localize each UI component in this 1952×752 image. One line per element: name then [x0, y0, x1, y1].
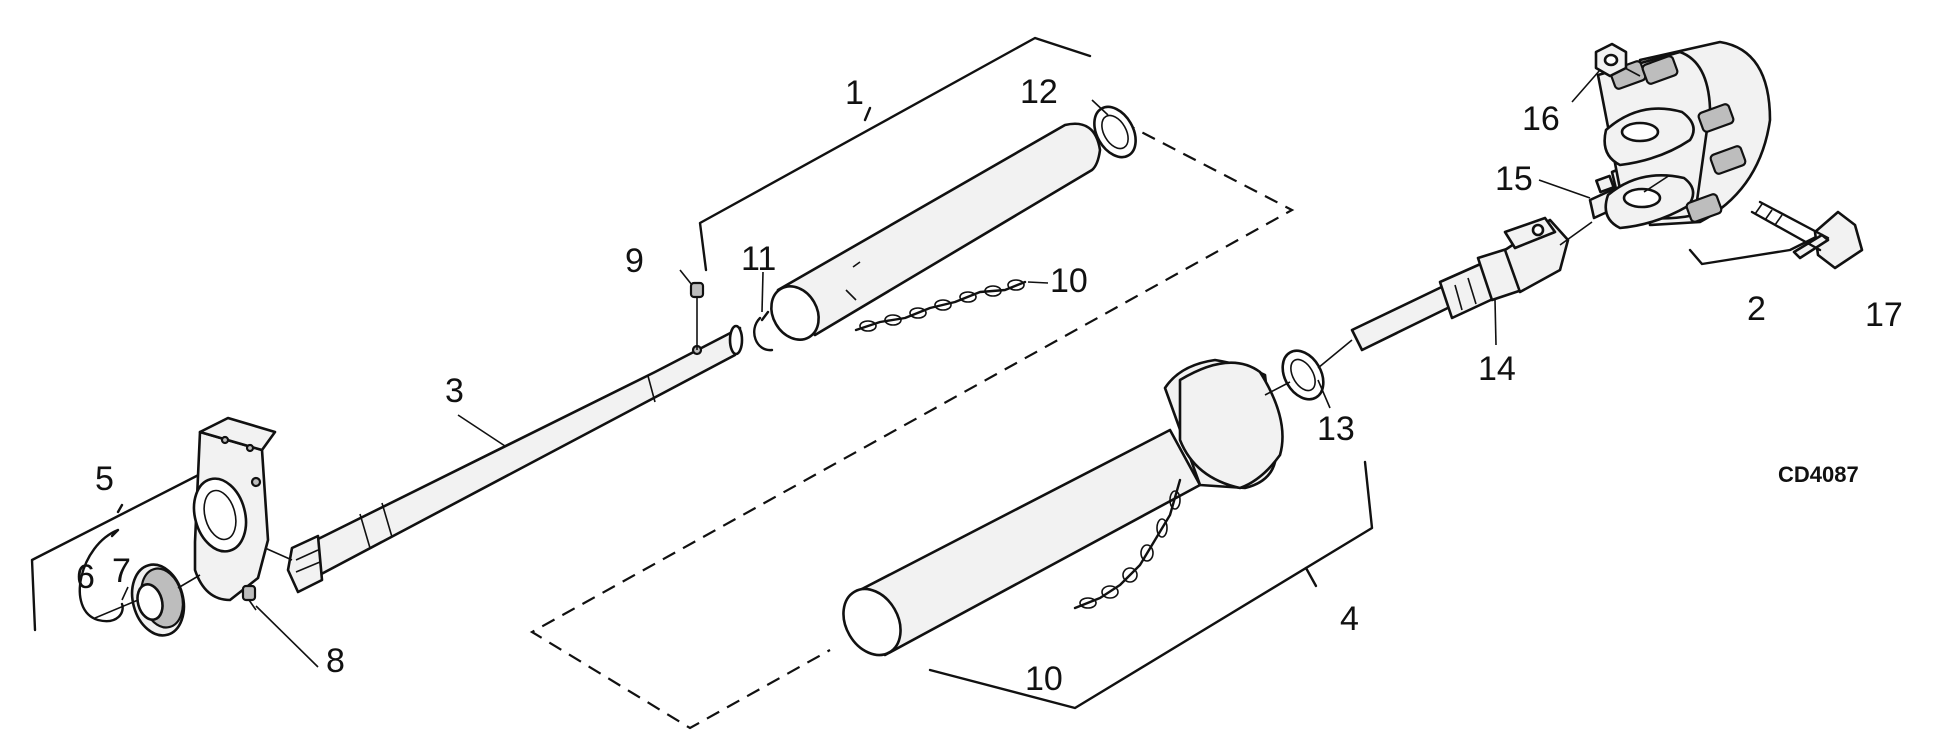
hex-bolt: [1750, 200, 1864, 270]
safety-chain-lower-links: [1079, 490, 1181, 609]
callout-15: 15: [1495, 160, 1533, 198]
alignment-dashed-outline: [529, 121, 1295, 730]
safety-chain-lower: [1073, 478, 1182, 610]
callout-10-lower: 10: [1025, 660, 1063, 698]
callout-11: 11: [741, 240, 776, 278]
callout-17: 17: [1865, 296, 1903, 334]
outer-tube: [770, 122, 1102, 341]
group-bracket-4: [928, 460, 1374, 710]
shield-tube: [842, 358, 1284, 657]
group-bracket-2: [1688, 234, 1820, 266]
retaining-ring: [78, 528, 124, 623]
bearing-ring-lower: [1281, 349, 1325, 401]
ball-bearing: [130, 563, 186, 637]
safety-chain-upper-links: [859, 279, 1025, 332]
callout-8: 8: [326, 642, 345, 680]
callout-7: 7: [112, 552, 131, 590]
callout-13: 13: [1317, 410, 1355, 448]
callout-4: 4: [1340, 600, 1359, 638]
callout-16: 16: [1522, 100, 1560, 138]
figure-code: CD4087: [1778, 462, 1859, 487]
yoke-shaft: [1350, 216, 1570, 352]
callout-1: 1: [845, 74, 864, 112]
grease-fitting: [689, 281, 705, 350]
assembly-axis-lines: [94, 67, 1671, 619]
callout-9: 9: [625, 242, 644, 280]
bearing-housing: [192, 416, 277, 602]
callout-10-upper: 10: [1050, 262, 1088, 300]
callout-12: 12: [1020, 73, 1058, 111]
callout-2: 2: [1747, 290, 1766, 328]
hex-nut: [1594, 42, 1628, 78]
grease-fitting-lower: [241, 584, 257, 611]
callout-14: 14: [1478, 350, 1516, 388]
callout-3: 3: [445, 372, 464, 410]
group-bracket-1: [698, 36, 1092, 272]
snap-ring: [753, 310, 774, 352]
slip-clutch: [1596, 40, 1772, 230]
callout-6: 6: [76, 558, 95, 596]
inner-shaft: [286, 324, 744, 594]
callout-5: 5: [95, 460, 114, 498]
leader-lines: [121, 69, 1601, 668]
